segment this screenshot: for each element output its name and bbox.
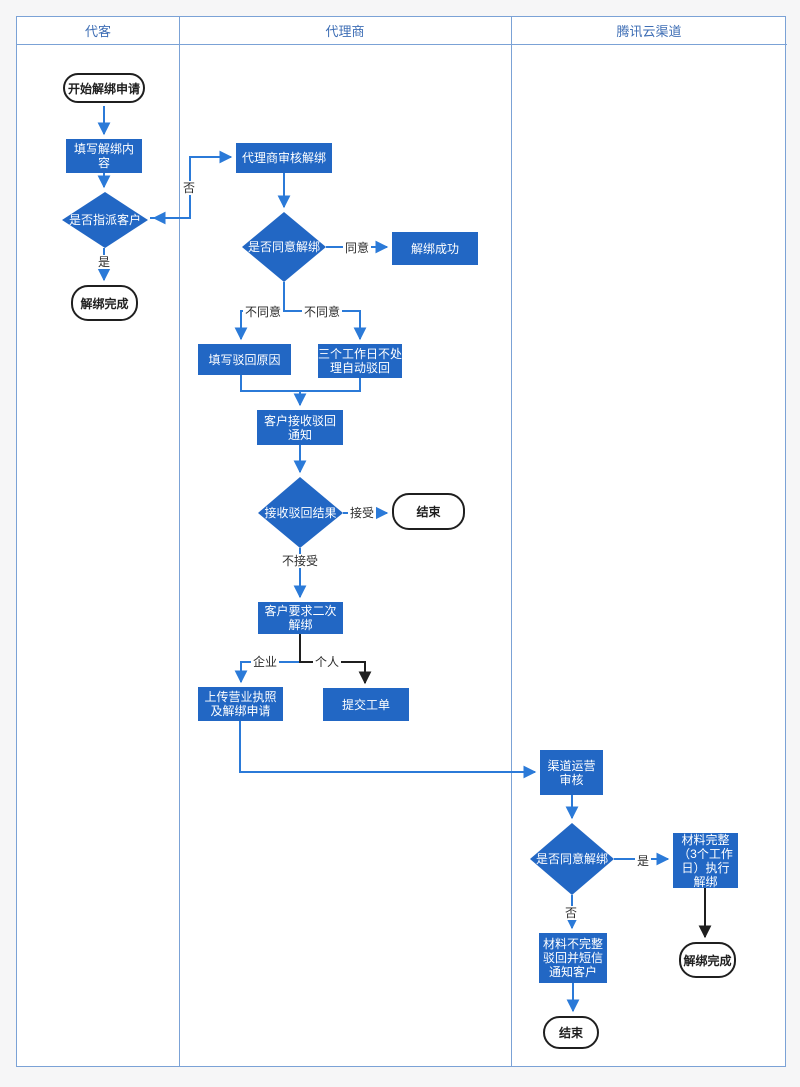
decision-accept-result-shape[interactable]: [258, 477, 343, 548]
lane-separator-1: [179, 17, 180, 1066]
node-upload-business-license[interactable]: 上传营业执照 及解绑申请: [198, 687, 283, 721]
edge-label-personal: 个人: [312, 655, 342, 669]
edge-label-agree: 同意: [342, 241, 372, 255]
edge-label-disagree-right: 不同意: [301, 305, 343, 319]
edge-label-no-1: 否: [180, 181, 198, 195]
node-materials-incomplete-reject[interactable]: 材料不完整 驳回并短信 通知客户: [539, 933, 607, 983]
node-channel-operation-review[interactable]: 渠道运营 审核: [540, 750, 603, 795]
edge-label-not-accept: 不接受: [279, 554, 321, 568]
connector-merge-right: [300, 378, 361, 392]
lane-header-tencent-channel: 腾讯云渠道: [511, 17, 787, 45]
node-agent-review-unbind[interactable]: 代理商审核解绑: [236, 143, 332, 173]
decision-agent-agree-label: 是否同意解绑: [247, 240, 320, 254]
decision-channel-agree-shape[interactable]: [530, 823, 614, 895]
node-auto-reject-3-days[interactable]: 三个工作日不处 理自动驳回: [318, 344, 402, 378]
connector-enterprise-to-upload: [234, 661, 300, 684]
connector-merge-left: [240, 375, 300, 392]
lane-separator-2: [511, 17, 512, 1066]
decision-agent-agree-shape[interactable]: [242, 212, 326, 282]
decision-assign-customer-label: 是否指派客户: [68, 213, 141, 227]
lane-header-agent: 代理商: [179, 17, 511, 45]
connector-upload-to-channel-review: [239, 721, 537, 779]
swimlane-frame: 代客 代理商 腾讯云渠道: [16, 16, 787, 1067]
terminator-channel-unbind-done[interactable]: 解绑完成: [679, 942, 736, 978]
node-submit-ticket[interactable]: 提交工单: [323, 688, 409, 721]
decision-assign-customer-shape[interactable]: [62, 192, 148, 248]
edge-label-yes-1: 是: [95, 255, 113, 269]
lane-header-daike: 代客: [17, 17, 179, 45]
node-fill-reject-reason[interactable]: 填写驳回原因: [198, 344, 291, 375]
terminator-end-final[interactable]: 结束: [543, 1016, 599, 1049]
decision-channel-agree-label: 是否同意解绑: [535, 852, 608, 866]
edge-label-yes-2: 是: [634, 854, 652, 868]
edge-label-enterprise: 企业: [250, 655, 280, 669]
node-materials-complete-exec[interactable]: 材料完整 （3个工作 日）执行 解绑: [673, 833, 738, 889]
start-terminator[interactable]: 开始解绑申请: [63, 73, 145, 103]
edge-label-accept: 接受: [347, 506, 377, 520]
node-second-unbind-request[interactable]: 客户要求二次 解绑: [258, 602, 343, 634]
edge-label-disagree-left: 不同意: [242, 305, 284, 319]
node-unbind-success[interactable]: 解绑成功: [392, 232, 478, 265]
node-fill-unbind-content[interactable]: 填写解绑内 容: [66, 139, 142, 173]
terminator-end-accept[interactable]: 结束: [392, 493, 465, 530]
decision-accept-result-label: 接收驳回结果: [264, 505, 337, 520]
node-customer-receive-notice[interactable]: 客户接收驳回 通知: [257, 410, 343, 445]
edge-label-no-2: 否: [562, 906, 580, 920]
terminator-agent-unbind-done[interactable]: 解绑完成: [71, 285, 138, 321]
